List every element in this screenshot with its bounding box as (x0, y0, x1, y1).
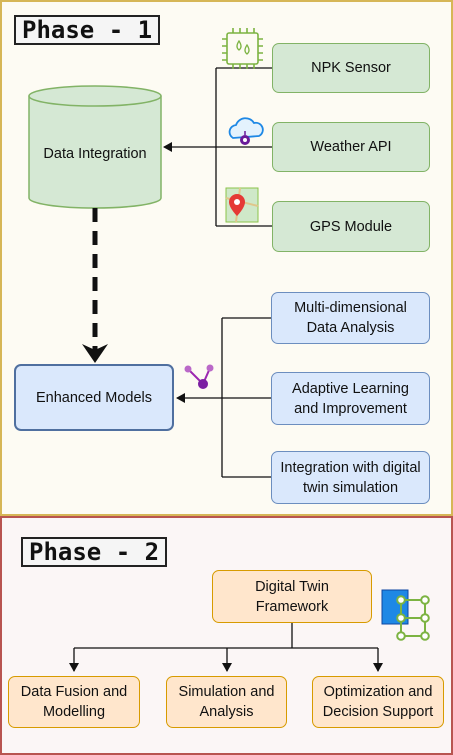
framework-label-line2: Framework (255, 598, 329, 615)
dashed-flow-arrow (82, 208, 108, 363)
optimization-decision-node: Optimization and Decision Support (312, 676, 444, 728)
graph-nodes-icon (184, 364, 214, 389)
data-integration-label: Data Integration (43, 146, 147, 162)
phase-1-title: Phase - 1 (14, 15, 161, 45)
simulation-analysis-node: Simulation and Analysis (166, 676, 287, 728)
capability-node-simulation: Integration with digital twin simulation (271, 451, 430, 504)
capability-node-analysis: Multi-dimensional Data Analysis (271, 292, 430, 344)
gps-module-node: GPS Module (272, 201, 430, 252)
capability-label-line2: Data Analysis (306, 320, 395, 336)
component-label-line1: Simulation and (178, 684, 275, 700)
gps-module-label: GPS Module (309, 218, 393, 235)
capability-label-line1: Integration with digital (280, 459, 421, 476)
weather-api-node: Weather API (272, 122, 430, 172)
sources-connector (163, 67, 272, 227)
enhanced-models-label: Enhanced Models (35, 389, 153, 406)
framework-label-line1: Digital Twin (255, 578, 329, 595)
digital-twin-network-icon (381, 589, 430, 641)
npk-sensor-node: NPK Sensor (272, 43, 430, 93)
digital-twin-framework-node: Digital Twin Framework (212, 570, 372, 623)
component-label-line2: Analysis (199, 704, 254, 720)
weather-api-label: Weather API (310, 139, 392, 155)
map-pin-icon (225, 187, 259, 223)
chip-sensor-icon (222, 28, 263, 69)
enhanced-models-node: Enhanced Models (14, 364, 174, 431)
framework-connector (69, 623, 383, 672)
component-label-line1: Data Fusion and (20, 684, 128, 700)
capability-node-learning: Adaptive Learning and Improvement (271, 372, 430, 425)
npk-sensor-label: NPK Sensor (311, 60, 391, 76)
capability-label-line2: twin simulation (302, 479, 399, 496)
capability-label-line1: Multi-dimensional (294, 300, 407, 316)
component-label-line2: Decision Support (322, 704, 434, 720)
data-integration-cylinder (28, 85, 162, 209)
cloud-api-icon (228, 117, 264, 145)
component-label-line1: Optimization and (323, 684, 433, 700)
capabilities-connector (176, 317, 272, 478)
phase-2-title: Phase - 2 (21, 537, 168, 567)
capability-label-line1: Adaptive Learning (292, 380, 409, 397)
component-label-line2: Modelling (42, 704, 106, 720)
data-fusion-node: Data Fusion and Modelling (8, 676, 140, 728)
capability-label-line2: and Improvement (294, 400, 407, 417)
